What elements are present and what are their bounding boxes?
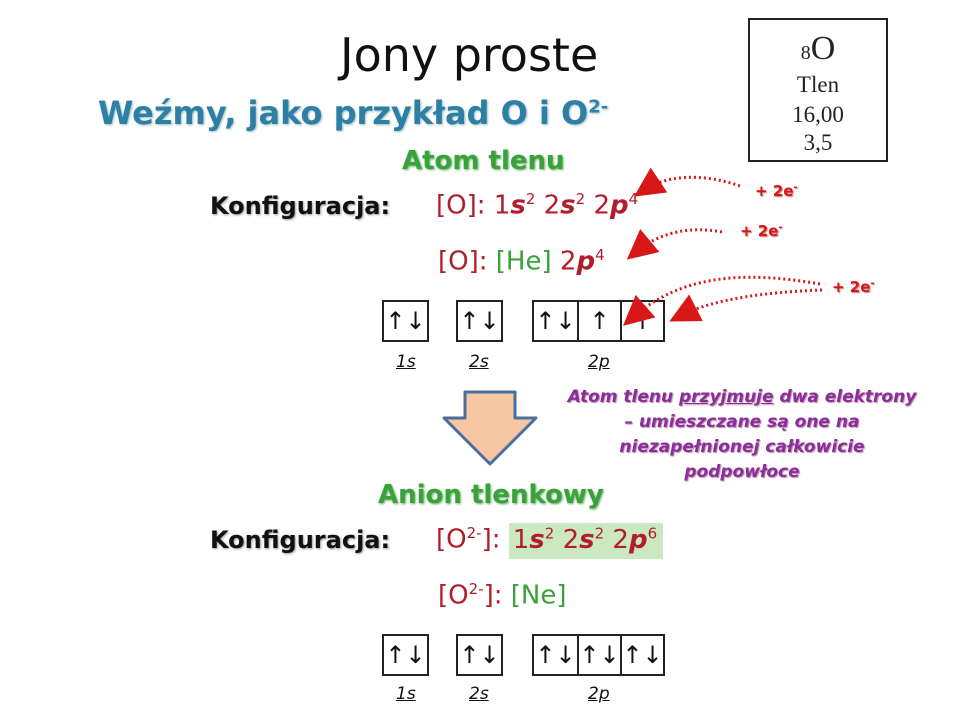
orbital-cell: ↑↓ — [577, 636, 620, 674]
electron-gain-label: + 2e- — [740, 222, 783, 240]
periodic-table-cell: 8O Tlen 16,00 3,5 — [748, 18, 888, 162]
atom-orbital-2s: ↑↓ — [456, 300, 503, 342]
anion-config-label: Konfiguracja: — [210, 526, 391, 554]
slide-subtitle: Weźmy, jako przykład O i O2- — [98, 94, 609, 132]
orbital-cell: ↑↓ — [385, 641, 426, 669]
arrow-to-2p-box-2 — [669, 288, 823, 322]
anion-orbital-1s: ↑↓ — [382, 634, 429, 676]
element-mass: 16,00 — [792, 102, 844, 127]
arrow-to-config-short — [626, 228, 723, 260]
anion-orbital-label-2p: 2p — [588, 684, 610, 704]
atom-config-short: [O]: [He] 2p4 — [438, 246, 605, 277]
orbital-cell: ↑↓ — [535, 641, 576, 669]
atom-orbital-label-2p: 2p — [588, 352, 610, 372]
anion-config-short: [O2-]: [Ne] — [438, 580, 567, 611]
element-name: Tlen — [796, 72, 840, 97]
atom-heading: Atom tlenu — [402, 146, 565, 176]
atom-orbital-label-1s: 1s — [396, 352, 416, 372]
orbital-cell: ↑↓ — [459, 641, 500, 669]
atom-config-full: [O]: 1s2 2s2 2p4 — [436, 190, 639, 221]
orbital-cell: ↑↓ — [459, 307, 500, 335]
anion-orbital-label-1s: 1s — [396, 684, 416, 704]
anion-heading: Anion tlenkowy — [378, 480, 604, 510]
anion-config-full: [O2-]: 1s2 2s2 2p6 — [436, 522, 664, 559]
atom-orbital-label-2s: 2s — [469, 352, 489, 372]
arrow-to-config-full — [634, 167, 741, 197]
orbital-cell: ↑↓ — [535, 307, 576, 335]
anion-orbital-2s: ↑↓ — [456, 634, 503, 676]
element-electronegativity: 3,5 — [803, 130, 833, 155]
anion-orbital-2p: ↑↓ ↑↓ ↑↓ — [532, 634, 665, 676]
slide-title: Jony proste — [340, 28, 599, 82]
anion-orbital-label-2s: 2s — [469, 684, 489, 704]
electron-gain-label: + 2e- — [832, 278, 875, 296]
orbital-cell: ↑↓ — [620, 636, 663, 674]
explanation-note: Atom tlenu przyjmuje dwa elektrony – umi… — [567, 387, 917, 482]
orbital-cell: ↑ — [577, 302, 620, 340]
atom-orbital-1s: ↑↓ — [382, 300, 429, 342]
atom-config-label: Konfiguracja: — [210, 192, 391, 220]
orbital-cell: ↑↓ — [385, 307, 426, 335]
arrow-to-2p-box-1 — [622, 275, 821, 326]
down-arrow-icon — [442, 390, 538, 466]
electron-gain-label: + 2e- — [755, 182, 798, 200]
element-number-symbol: 8O — [800, 30, 836, 67]
